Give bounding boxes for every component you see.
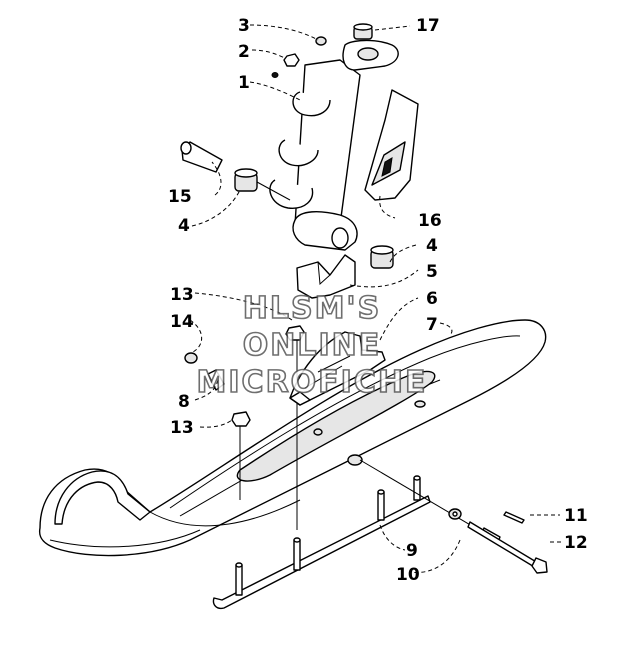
callouts: 3 17 2 1 15 4 16 4 5 13 6 14 7 8 13 11 1… [168, 16, 588, 585]
callout-1: 1 [238, 73, 250, 93]
wear-bar [212, 475, 431, 610]
ski [38, 319, 547, 557]
callout-13: 13 [170, 285, 194, 305]
callout-14: 14 [170, 312, 194, 332]
watermark-line-1: HLSM'S [243, 291, 381, 326]
callout-10: 10 [396, 565, 420, 585]
saddle-assembly [184, 254, 386, 427]
watermark-line-2: ONLINE [243, 328, 382, 363]
callout-16: 16 [418, 211, 442, 231]
leader-lines [189, 24, 562, 574]
callout-6: 6 [426, 289, 438, 309]
spindle-assembly [180, 39, 399, 269]
watermark-line-3: MICROFICHE [197, 365, 428, 400]
watermark: HLSM'S ONLINE MICROFICHE [196, 290, 428, 401]
callout-4: 4 [178, 216, 190, 236]
callout-9: 9 [406, 541, 418, 561]
callout-12: 12 [564, 533, 588, 553]
callout-17: 17 [416, 16, 440, 36]
callout-3: 3 [238, 16, 250, 36]
decal [364, 89, 419, 201]
callout-11: 11 [564, 506, 588, 526]
callout-4: 4 [426, 236, 438, 256]
top-hardware [271, 23, 373, 78]
callout-8: 8 [178, 392, 190, 412]
callout-5: 5 [426, 262, 438, 282]
callout-13: 13 [170, 418, 194, 438]
callout-2: 2 [238, 42, 250, 62]
callout-15: 15 [168, 187, 192, 207]
bolt-assembly [239, 340, 548, 574]
callout-7: 7 [426, 315, 438, 335]
